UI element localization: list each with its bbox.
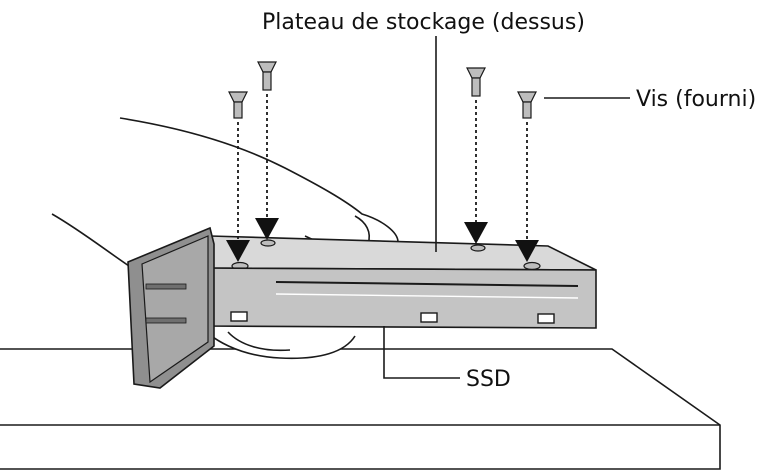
screw-icon xyxy=(228,91,248,119)
leader-lines xyxy=(383,36,630,379)
screws-label: Vis (fourni) xyxy=(636,87,756,112)
table-surface xyxy=(0,348,721,470)
storage-tray-front xyxy=(197,267,597,329)
screw-icon xyxy=(517,91,537,119)
screw-icon xyxy=(257,61,277,91)
screw-holes xyxy=(231,239,541,271)
tray-top-label: Plateau de stockage (dessus) xyxy=(262,10,585,35)
dashed-guides xyxy=(237,94,528,240)
hand-icon xyxy=(119,117,399,256)
ssd-label: SSD xyxy=(466,367,511,392)
screw-icon xyxy=(466,67,486,97)
arrow-down-icon xyxy=(226,218,539,262)
tray-bracket xyxy=(127,226,215,389)
